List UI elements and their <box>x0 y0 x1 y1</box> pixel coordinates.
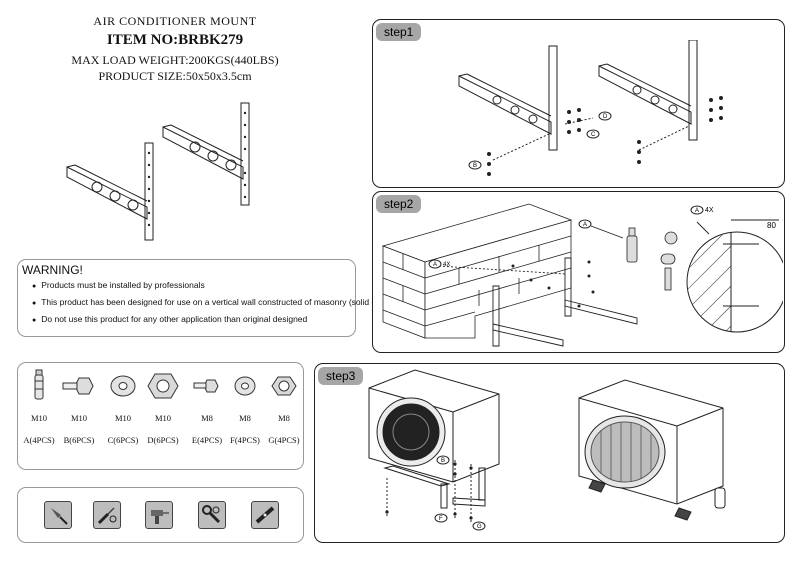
part-f: M8 F(4PCS) <box>224 369 266 445</box>
warning-item: This product has been designed for use o… <box>32 297 407 307</box>
step3-diagram: B F G <box>368 369 726 531</box>
part-e: M8 E(4PCS) <box>186 369 228 445</box>
ac-unit-right <box>578 379 726 521</box>
callout-c: C <box>591 132 596 138</box>
product-size: PRODUCT SIZE:50x50x3.5cm <box>98 69 252 83</box>
hex-bolt-icon <box>62 377 94 395</box>
anchor-bolt-icon <box>34 369 44 400</box>
part-qty: A(4PCS) <box>23 435 55 445</box>
part-a: M10 A(4PCS) <box>18 369 60 445</box>
product-title: AIR CONDITIONER MOUNT <box>93 14 257 28</box>
parts-panel: M10 A(4PCS) M10 B(6PCS) M10 C(6PCS) M10 … <box>17 362 304 470</box>
hex-bolt-icon <box>193 379 219 393</box>
flat-washer-icon <box>110 375 136 397</box>
part-qty: G(4PCS) <box>268 435 300 445</box>
max-load: MAX LOAD WEIGHT:200KGS(440LBS) <box>71 53 279 67</box>
wall-section-detail <box>686 219 783 333</box>
step2-panel: step2 <box>372 191 785 353</box>
part-size: M10 <box>70 413 88 423</box>
step3-panel: step3 B F G <box>314 363 785 543</box>
callout-a-left: A <box>433 262 437 268</box>
qty-left: 4X <box>443 262 450 268</box>
callout-g: G <box>477 524 482 530</box>
warning-title: WARNING! <box>22 263 83 277</box>
anchor-detail <box>626 227 678 291</box>
product-header: AIR CONDITIONER MOUNT ITEM NO:BRBK279 MA… <box>40 10 310 84</box>
callout-f: F <box>439 516 443 522</box>
warning-panel: WARNING! Products must be installed by p… <box>17 259 407 337</box>
step1-diagram: B D C <box>458 40 723 176</box>
part-size: M8 <box>239 413 251 423</box>
hex-nut-icon <box>147 373 179 399</box>
warning-list: Products must be installed by profession… <box>32 280 407 331</box>
warning-item: Products must be installed by profession… <box>32 280 407 290</box>
part-qty: E(4PCS) <box>191 435 223 445</box>
part-size: M10 <box>154 413 172 423</box>
part-size: M8 <box>201 413 213 423</box>
left-bracket-vertical <box>144 142 154 241</box>
screwdriver-icon <box>93 501 121 529</box>
step3-label: step3 <box>318 367 364 385</box>
callout-d: D <box>603 114 608 120</box>
part-c: M10 C(6PCS) <box>102 369 144 445</box>
callout-a-mid: A <box>583 222 587 228</box>
part-d: M10 D(6PCS) <box>142 369 184 445</box>
part-size: M10 <box>114 413 132 423</box>
step1-panel: step1 B D C <box>372 19 785 188</box>
drill-icon <box>44 501 72 529</box>
step1-label: step1 <box>376 23 422 41</box>
masonry-wall <box>381 203 573 339</box>
hammer-drill-icon <box>145 501 173 529</box>
callout-b-step3: B <box>441 458 445 464</box>
right-bracket-vertical <box>240 102 250 206</box>
step2-diagram: A 4X A A 4X 80 <box>381 203 783 347</box>
part-qty: F(4PCS) <box>230 435 260 445</box>
step2-label: step2 <box>376 195 422 213</box>
item-number: ITEM NO:BRBK279 <box>106 32 244 48</box>
part-qty: D(6PCS) <box>147 435 179 445</box>
part-qty: B(6PCS) <box>63 435 95 445</box>
hex-nut-icon <box>271 376 297 396</box>
part-g: M8 G(4PCS) <box>263 369 305 445</box>
qty-right: 4X <box>705 207 714 214</box>
part-b: M10 B(6PCS) <box>58 369 100 445</box>
ac-unit-left <box>368 369 500 483</box>
level-icon <box>251 501 279 529</box>
flat-washer-icon <box>234 376 256 396</box>
tools-panel <box>17 487 304 543</box>
dim-80: 80 <box>767 221 776 230</box>
part-size: M8 <box>278 413 290 423</box>
callout-b: B <box>473 163 477 169</box>
part-size: M10 <box>30 413 48 423</box>
bracket-illustration <box>66 102 250 241</box>
warning-item: Do not use this product for any other ap… <box>32 314 407 324</box>
part-qty: C(6PCS) <box>107 435 139 445</box>
wrench-icon <box>198 501 226 529</box>
callout-a-right: A <box>695 208 699 214</box>
